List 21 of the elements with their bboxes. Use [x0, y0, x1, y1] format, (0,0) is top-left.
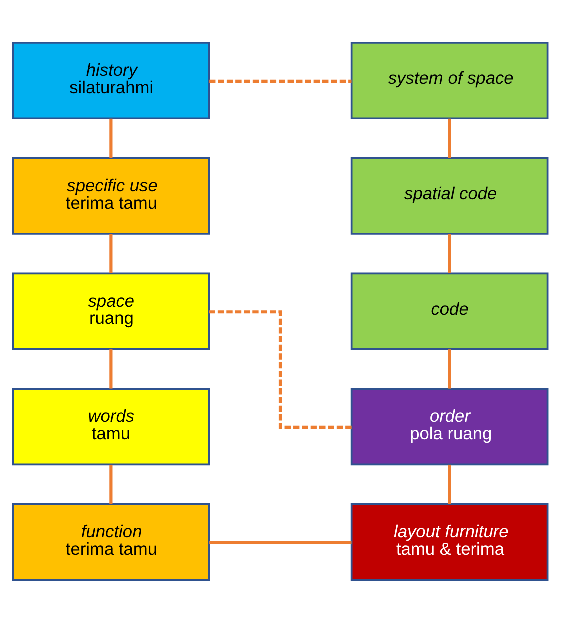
connector [210, 540, 352, 544]
connector [448, 349, 452, 388]
node-box: history silaturahmi [12, 42, 210, 120]
node-box: function terima tamu [12, 502, 210, 580]
connector [448, 234, 452, 273]
connector [110, 349, 113, 388]
node-box: words tamu [12, 388, 210, 466]
node-box: spatial code [350, 156, 549, 234]
connector [448, 118, 452, 158]
connector [110, 464, 113, 504]
node-box: space ruang [12, 272, 210, 350]
node-box: specific use terima tamu [12, 156, 210, 234]
connector [110, 118, 113, 158]
node-box: system of space [350, 42, 549, 120]
connector [210, 79, 352, 82]
connector [448, 464, 452, 504]
node-box: order pola ruang [350, 388, 549, 466]
connector [209, 310, 352, 429]
connector [110, 234, 113, 273]
node-box: layout furniture tamu & terima [350, 502, 549, 580]
node-box: code [350, 272, 549, 350]
